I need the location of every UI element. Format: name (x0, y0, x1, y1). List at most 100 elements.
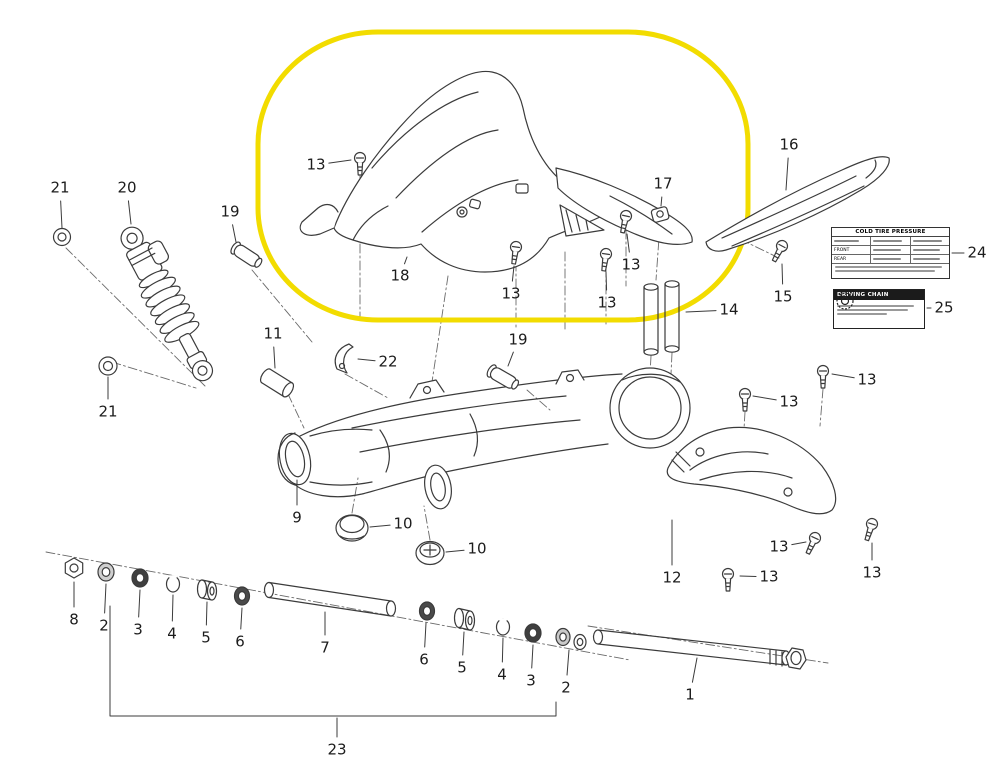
part-washer-21-top (52, 227, 72, 247)
part-seal-6-right (418, 601, 436, 621)
part-seal-6-left (233, 586, 251, 606)
leader-line (273, 346, 276, 369)
leader-line (232, 224, 237, 243)
leader-line (739, 575, 757, 578)
screw-13 (353, 151, 367, 176)
part-label-19: 19 (508, 331, 527, 349)
chain-sprocket-icon (836, 292, 854, 310)
part-label-21: 21 (98, 403, 117, 421)
leader-line (445, 549, 465, 553)
part-spacer-5-right (453, 607, 476, 631)
part-spacer-11 (259, 368, 295, 398)
part-label-3: 3 (526, 672, 536, 690)
leader-line (357, 358, 376, 362)
table-row: REAR (832, 255, 949, 264)
group-bracket-23 (109, 605, 557, 717)
part-bearing-3-left (131, 568, 149, 588)
screw-13 (860, 516, 880, 543)
part-label-4: 4 (167, 625, 177, 643)
part-clip-nut-17 (650, 206, 670, 223)
part-washer-2-left (97, 562, 115, 582)
leader-line (240, 607, 243, 630)
part-label-13: 13 (759, 568, 778, 586)
part-label-22: 22 (378, 353, 397, 371)
part-snap-ring-4-right (495, 618, 511, 636)
screw-13 (721, 567, 735, 592)
part-label-8: 8 (69, 611, 79, 629)
part-label-6: 6 (235, 633, 245, 651)
part-label-2: 2 (561, 679, 571, 697)
part-label-9: 9 (292, 509, 302, 527)
part-bracket-22 (334, 343, 354, 374)
leader-line (60, 200, 63, 229)
tire-pressure-title: COLD TIRE PRESSURE (832, 228, 949, 237)
part-label-20: 20 (117, 179, 136, 197)
part-label-1: 1 (685, 686, 695, 704)
part-label-13: 13 (501, 285, 520, 303)
part-chain-guard-inner (555, 167, 693, 245)
leader-line (424, 622, 427, 648)
part-chain-slider-12 (666, 426, 837, 515)
part-shock-absorber (120, 226, 214, 382)
part-label-13: 13 (779, 393, 798, 411)
part-label-17: 17 (653, 175, 672, 193)
part-collar-pipes-14 (643, 280, 680, 356)
part-spacer-5-left (196, 579, 218, 601)
part-swingarm (277, 367, 691, 510)
part-bearing-3-right (524, 623, 542, 643)
part-label-15: 15 (773, 288, 792, 306)
drive-chain-text (837, 303, 921, 317)
leader-line (511, 265, 515, 282)
part-cap-10-left (335, 514, 369, 542)
part-label-21: 21 (50, 179, 69, 197)
part-label-4: 4 (497, 666, 507, 684)
part-label-13: 13 (862, 564, 881, 582)
part-washer-21-bottom (98, 356, 118, 376)
part-label-5: 5 (201, 629, 211, 647)
leader-line (691, 657, 698, 683)
part-pivot-shaft-7 (263, 581, 397, 617)
part-label-13: 13 (597, 294, 616, 312)
part-label-10: 10 (393, 515, 412, 533)
leader-line (785, 157, 789, 191)
part-label-25: 25 (934, 299, 953, 317)
part-label-18: 18 (390, 267, 409, 285)
highlight-oval (255, 29, 751, 323)
leader-line (605, 271, 608, 291)
leader-line (531, 644, 534, 669)
leader-line (791, 541, 807, 546)
leader-line (403, 256, 408, 265)
leader-line (138, 589, 141, 618)
leader-line (781, 263, 784, 285)
part-label-13: 13 (769, 538, 788, 556)
leader-line (205, 601, 208, 626)
leader-line (626, 233, 630, 253)
bolt-15 (768, 237, 791, 265)
part-label-5: 5 (457, 659, 467, 677)
part-label-7: 7 (320, 639, 330, 657)
part-label-19: 19 (220, 203, 239, 221)
row-label: FRONT (832, 246, 872, 254)
part-nut-8 (64, 557, 84, 579)
leader-line (660, 196, 663, 207)
part-label-23: 23 (327, 741, 346, 759)
drive-chain-title: DRIVING CHAIN (834, 290, 924, 300)
part-label-11: 11 (263, 325, 282, 343)
leader-line (566, 649, 570, 676)
leader-line (752, 395, 777, 401)
leader-line (104, 583, 107, 614)
part-label-10: 10 (467, 540, 486, 558)
part-label-3: 3 (133, 621, 143, 639)
leader-line (462, 631, 465, 656)
part-label-16: 16 (779, 136, 798, 154)
bolt-19-top (228, 239, 265, 271)
leader-line (171, 594, 174, 622)
part-axle-1 (592, 629, 807, 670)
part-label-24: 24 (967, 244, 986, 262)
drive-chain-sticker: DRIVING CHAIN (833, 289, 925, 329)
part-label-6: 6 (419, 651, 429, 669)
part-label-13: 13 (621, 256, 640, 274)
